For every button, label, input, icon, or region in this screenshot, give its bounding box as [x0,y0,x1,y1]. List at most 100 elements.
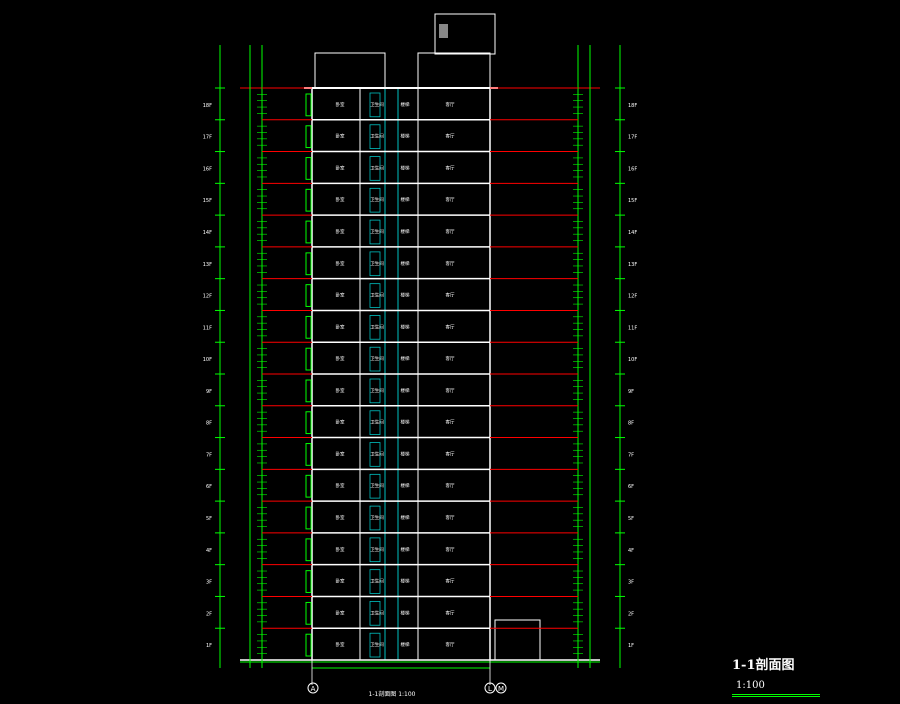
floor-label-left-10F: 10F [203,357,212,363]
room-label-col3: 楼梯 [401,514,410,521]
floor-label-left-18F: 18F [203,103,212,109]
floor-label-right-7F: 7F [628,452,634,458]
room-label-col3: 楼梯 [401,196,410,203]
title-underline-2 [732,696,820,697]
room-label-col4: 客厅 [446,292,455,299]
stair-door-18F [369,92,381,118]
room-label-col1: 卧室 [336,482,345,489]
room-label-col1: 卧室 [336,546,345,553]
window-left-12F [305,284,312,307]
room-label-col4: 客厅 [446,641,455,648]
room-label-col1: 卧室 [336,419,345,426]
floor-label-right-17F: 17F [628,135,637,141]
room-label-col3: 楼梯 [401,450,410,457]
stair-door-11F [369,315,381,340]
window-left-5F [305,506,312,530]
room-label-col2: 卫生间 [370,514,384,521]
room-label-col2: 卫生间 [370,260,384,267]
room-label-col4: 客厅 [446,419,455,426]
room-label-col3: 楼梯 [401,546,410,553]
room-label-col3: 楼梯 [401,323,410,330]
room-label-col3: 楼梯 [401,578,410,585]
floor-label-right-16F: 16F [628,166,637,172]
floor-label-left-11F: 11F [203,325,212,331]
room-label-col3: 楼梯 [401,292,410,299]
room-label-col4: 客厅 [446,133,455,140]
window-left-4F [305,538,312,562]
stair-door-1F [369,632,381,658]
room-label-col3: 楼梯 [401,164,410,171]
stair-door-6F [369,473,381,499]
room-label-col2: 卫生间 [370,482,384,489]
room-label-col3: 楼梯 [401,133,410,140]
stair-door-7F [369,442,381,467]
floor-label-right-11F: 11F [628,325,637,331]
room-label-col2: 卫生间 [370,196,384,203]
floor-label-right-3F: 3F [628,580,634,586]
window-left-9F [305,379,312,403]
room-label-col3: 楼梯 [401,260,410,267]
floor-label-right-8F: 8F [628,421,634,427]
window-left-8F [305,411,312,435]
floor-label-left-13F: 13F [203,262,212,268]
stair-door-13F [369,251,381,277]
room-label-col4: 客厅 [446,228,455,235]
room-label-col4: 客厅 [446,101,455,108]
room-label-col3: 楼梯 [401,355,410,362]
stair-door-14F [369,219,381,245]
drawing-title-block: 1-1剖面图1:100 [732,654,822,697]
roof-machine-room [434,13,496,55]
stair-door-16F [369,156,381,181]
room-label-col1: 卧室 [336,609,345,616]
window-left-11F [305,315,312,339]
room-label-col1: 卧室 [336,355,345,362]
floor-label-right-15F: 15F [628,198,637,204]
grid-bubble-a [307,682,319,694]
window-left-13F [305,252,312,276]
stair-door-10F [369,346,381,372]
room-label-col4: 客厅 [446,355,455,362]
room-label-col3: 楼梯 [401,641,410,648]
roof-vent [439,24,448,38]
room-label-col4: 客厅 [446,578,455,585]
window-left-14F [305,220,312,244]
room-label-col2: 卫生间 [370,641,384,648]
room-label-col1: 卧室 [336,387,345,394]
grid-bubble-m [495,682,507,694]
room-label-col1: 卧室 [336,641,345,648]
floor-label-left-8F: 8F [206,421,212,427]
room-label-col4: 客厅 [446,387,455,394]
floor-label-right-4F: 4F [628,548,634,554]
window-left-7F [305,443,312,466]
floor-label-left-6F: 6F [206,484,212,490]
floor-label-left-3F: 3F [206,580,212,586]
room-label-col2: 卫生间 [370,546,384,553]
grid-label-m: M [498,685,504,693]
roof-parapet-left [314,52,386,89]
roof-parapet-right [417,52,491,89]
stair-door-3F [369,569,381,594]
room-label-col4: 客厅 [446,260,455,267]
room-label-col4: 客厅 [446,450,455,457]
title-underline [732,694,820,695]
stair-door-5F [369,505,381,531]
room-label-col1: 卧室 [336,164,345,171]
room-label-col1: 卧室 [336,578,345,585]
room-label-col4: 客厅 [446,546,455,553]
room-label-col2: 卫生间 [370,292,384,299]
room-label-col1: 卧室 [336,514,345,521]
floor-label-left-9F: 9F [206,389,212,395]
room-label-col2: 卫生间 [370,133,384,140]
window-left-10F [305,347,312,371]
room-label-col4: 客厅 [446,609,455,616]
room-label-col1: 卧室 [336,228,345,235]
floor-label-left-4F: 4F [206,548,212,554]
room-label-col4: 客厅 [446,164,455,171]
stair-door-15F [369,187,381,213]
floor-label-left-7F: 7F [206,452,212,458]
floor-label-right-10F: 10F [628,357,637,363]
floor-label-right-6F: 6F [628,484,634,490]
window-left-3F [305,570,312,593]
bottom-caption: 1-1剖面图 1:100 [369,690,416,698]
